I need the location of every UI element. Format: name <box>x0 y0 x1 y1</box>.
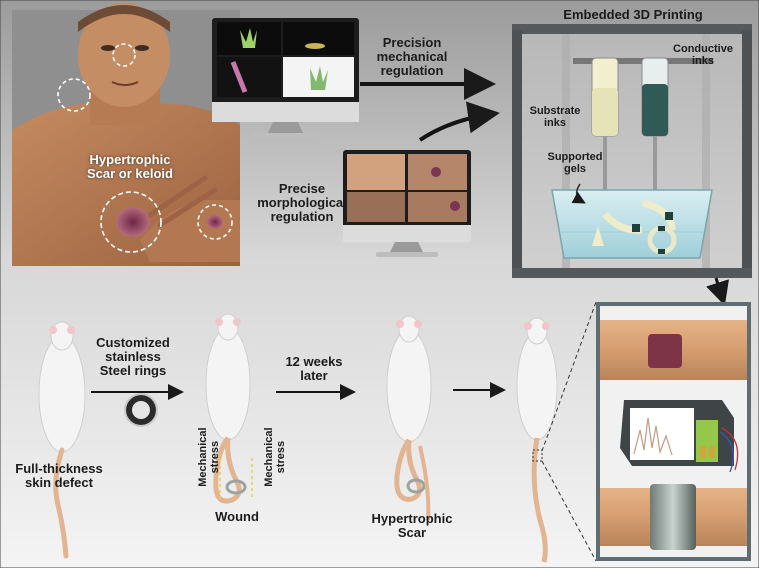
morphological-regulation-label: Precise morphological regulation <box>257 181 347 225</box>
steel-ring-icon <box>124 393 158 427</box>
skin-defect-label: Full-thickness skin defect <box>15 461 103 491</box>
steel-rings-label: Customized stainless Steel rings <box>96 335 170 379</box>
rat-illustration <box>516 317 558 563</box>
printing-title: Embedded 3D Printing <box>563 7 703 22</box>
rat-illustration <box>386 315 432 521</box>
embedded-printer-illustration <box>512 24 752 306</box>
substrate-inks-label: Substrate inks <box>529 105 581 129</box>
weeks-later-label: 12 weeks later <box>285 354 343 384</box>
rat-illustration <box>38 321 86 559</box>
supported-gels-label: Supported gels <box>547 151 603 175</box>
wound-label: Wound <box>215 509 259 524</box>
scar-keloid-label: Hypertrophic Scar or keloid <box>87 152 173 182</box>
rat-illustration <box>205 313 253 504</box>
mechanical-stress-left-label: Mechanical stress <box>196 427 221 487</box>
monitor-icon <box>343 150 471 257</box>
mechanical-regulation-label: Precision mechanical regulation <box>376 35 448 79</box>
mechanical-stress-right-label: Mechanical stress <box>262 427 287 487</box>
hypertrophic-scar-label: Hypertrophic Scar <box>371 511 453 541</box>
conductive-inks-label: Conductive inks <box>673 43 733 67</box>
inset-device-panel <box>596 302 751 561</box>
monitor-icon <box>212 18 359 138</box>
patient-illustration <box>12 3 240 266</box>
